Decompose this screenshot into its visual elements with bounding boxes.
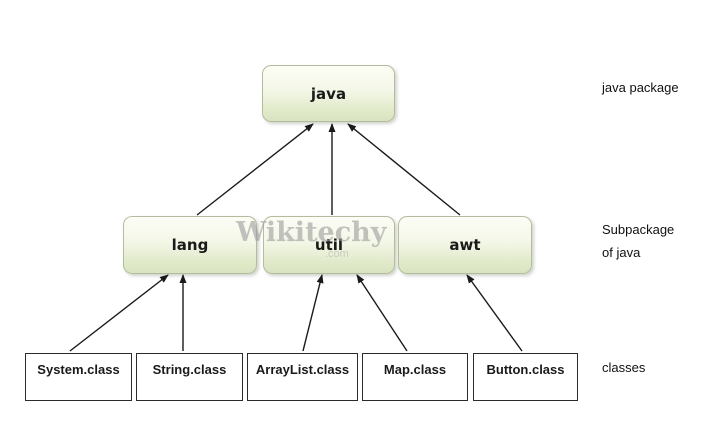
subpackage-node-lang-label: lang <box>171 236 209 254</box>
arrow-arraylist-to-util <box>302 274 324 352</box>
class-node-arraylist: ArrayList.class <box>247 353 358 401</box>
subpackage-node-util-label: util <box>314 236 344 254</box>
arrow-map-to-util <box>356 274 408 352</box>
package-node-java: java <box>262 65 395 122</box>
class-node-system-label: System.class <box>37 362 120 377</box>
class-node-button-label: Button.class <box>486 362 565 377</box>
package-node-java-label: java <box>310 84 347 103</box>
class-node-string-label: String.class <box>152 362 227 377</box>
class-node-map-label: Map.class <box>383 362 447 377</box>
class-node-string: String.class <box>136 353 243 401</box>
class-node-arraylist-label: ArrayList.class <box>255 362 350 377</box>
class-node-button: Button.class <box>473 353 578 401</box>
annotation-java-package: java package <box>602 80 679 95</box>
annotation-subpackage-of-java: Subpackage of java <box>602 218 674 264</box>
subpackage-node-awt: awt <box>398 216 532 274</box>
arrow-system-to-lang <box>69 274 169 352</box>
subpackage-node-awt-label: awt <box>449 236 481 254</box>
class-node-system: System.class <box>25 353 132 401</box>
subpackage-node-lang: lang <box>123 216 257 274</box>
subpackage-node-util: util <box>263 216 395 274</box>
annotation-subpackage-line1: Subpackage <box>602 222 675 237</box>
arrow-button-to-awt <box>466 274 523 352</box>
arrow-awt-to-java <box>347 123 461 216</box>
annotation-subpackage-line2: of java <box>602 245 641 260</box>
class-node-map: Map.class <box>362 353 468 401</box>
annotation-classes: classes <box>602 360 646 375</box>
arrow-lang-to-java <box>196 123 314 216</box>
